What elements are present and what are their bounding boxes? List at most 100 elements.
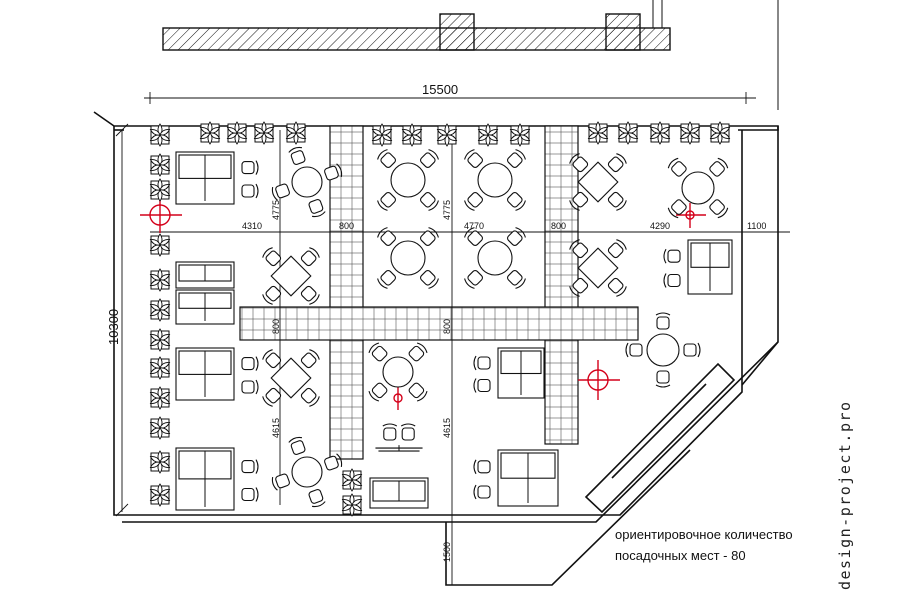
chair bbox=[473, 378, 491, 393]
chair bbox=[377, 227, 396, 246]
round-table bbox=[681, 171, 715, 205]
dim-right-margin: 1100 bbox=[747, 221, 766, 231]
plant-icon bbox=[149, 298, 171, 322]
round-table-set bbox=[271, 436, 343, 508]
plant-icon bbox=[709, 121, 731, 145]
watermark: design-project.pro bbox=[836, 400, 854, 590]
plant-icon bbox=[199, 121, 221, 145]
chair bbox=[408, 382, 428, 402]
plant-icon bbox=[436, 123, 458, 147]
chair bbox=[241, 160, 259, 175]
plant-icon bbox=[149, 328, 171, 352]
chair bbox=[667, 157, 687, 177]
plant-icon bbox=[149, 268, 171, 292]
chair bbox=[569, 153, 589, 173]
chair bbox=[655, 370, 671, 388]
dim-total-height: 10300 bbox=[106, 309, 121, 345]
plant-icon bbox=[149, 153, 171, 177]
potted-plants bbox=[149, 121, 731, 517]
plant-icon bbox=[149, 483, 171, 507]
chair bbox=[377, 192, 396, 211]
plant-icon bbox=[149, 450, 171, 474]
square-table-set bbox=[569, 153, 627, 211]
chair bbox=[464, 149, 483, 168]
plant-icon bbox=[285, 121, 307, 145]
chair bbox=[368, 342, 388, 362]
chair bbox=[324, 163, 343, 181]
furniture-layout bbox=[175, 146, 733, 511]
dim-bay-right: 4290 bbox=[650, 221, 670, 231]
round-table bbox=[390, 162, 426, 198]
chair bbox=[288, 146, 306, 165]
chair bbox=[382, 423, 398, 441]
chair bbox=[308, 199, 326, 218]
chair bbox=[663, 273, 681, 288]
chair bbox=[709, 157, 729, 177]
seating-note-line2: посадочных мест - 80 bbox=[615, 548, 746, 563]
dim-row-top-mid: 4775 bbox=[442, 200, 452, 220]
chair bbox=[655, 312, 671, 330]
terrace-outline bbox=[93, 111, 779, 586]
plant-icon bbox=[509, 123, 531, 147]
chair bbox=[607, 191, 627, 211]
plant-icon bbox=[679, 121, 701, 145]
chair bbox=[420, 227, 439, 246]
tiled-aisles bbox=[239, 125, 639, 460]
round-table-set bbox=[464, 227, 526, 289]
plant-icon bbox=[149, 178, 171, 202]
plant-icon bbox=[341, 468, 363, 492]
sofa-set bbox=[663, 239, 733, 295]
plant-icon bbox=[149, 123, 171, 147]
chair bbox=[507, 192, 526, 211]
dim-row-bottom-mid: 4615 bbox=[442, 418, 452, 438]
round-table-set bbox=[368, 342, 428, 402]
round-table-set bbox=[377, 149, 439, 211]
round-table bbox=[646, 333, 680, 367]
dim-bottom-margin: 1500 bbox=[442, 542, 452, 562]
round-table bbox=[382, 356, 414, 388]
chair bbox=[507, 227, 526, 246]
chair bbox=[241, 356, 259, 371]
chair bbox=[308, 489, 326, 508]
plant-icon bbox=[341, 493, 363, 517]
seating-note: ориентировочное количество посадочных ме… bbox=[615, 524, 793, 566]
plant-icon bbox=[253, 121, 275, 145]
square-table bbox=[577, 247, 619, 289]
dim-row-bottom-left: 4615 bbox=[271, 418, 281, 438]
plant-icon bbox=[149, 386, 171, 410]
chair bbox=[300, 285, 320, 305]
square-table bbox=[270, 255, 312, 297]
chair bbox=[569, 239, 589, 259]
chair bbox=[473, 355, 491, 371]
chair bbox=[241, 379, 259, 395]
dim-bay-mid: 4770 bbox=[464, 221, 484, 231]
chair bbox=[683, 342, 701, 358]
reference-markers bbox=[140, 197, 706, 410]
chair bbox=[241, 459, 259, 474]
square-table-set bbox=[262, 247, 320, 305]
chair bbox=[464, 192, 483, 211]
chair bbox=[625, 342, 643, 358]
lounge-sofa bbox=[175, 261, 235, 289]
chair bbox=[569, 277, 589, 297]
plant-icon bbox=[401, 123, 423, 147]
dim-aisle-h-mid: 800 bbox=[442, 319, 452, 334]
plant-icon bbox=[477, 123, 499, 147]
round-table bbox=[477, 240, 513, 276]
chair bbox=[300, 349, 320, 369]
square-table bbox=[270, 357, 312, 399]
plant-icon bbox=[649, 121, 671, 145]
plant-icon bbox=[371, 123, 393, 147]
square-table-set bbox=[262, 349, 320, 407]
chair bbox=[300, 387, 320, 407]
plant-icon bbox=[149, 416, 171, 440]
chair bbox=[507, 270, 526, 289]
chair bbox=[241, 487, 259, 502]
chair bbox=[607, 153, 627, 173]
plant-icon bbox=[149, 356, 171, 380]
round-table bbox=[390, 240, 426, 276]
sofa-set bbox=[175, 151, 259, 205]
plant-icon bbox=[587, 121, 609, 145]
chair bbox=[377, 270, 396, 289]
